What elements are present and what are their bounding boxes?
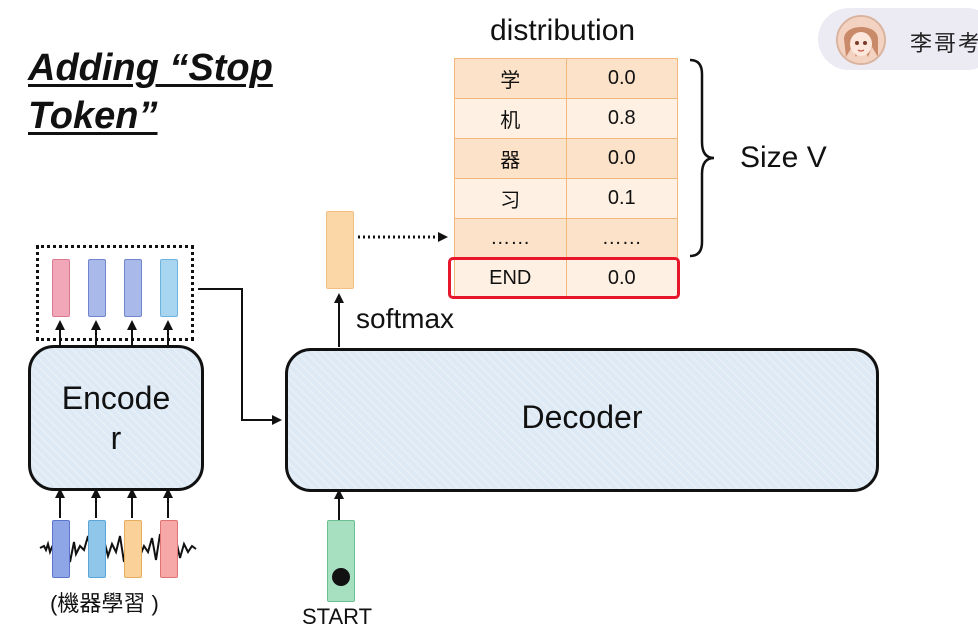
end-token-highlight [448, 257, 680, 299]
encoder-output-vector [160, 259, 178, 317]
avatar-face-icon [838, 17, 884, 63]
token-cell: 器 [454, 138, 567, 179]
slide-title: Adding “Stop Token” [28, 44, 273, 140]
encoder-output-vector [52, 259, 70, 317]
encoder-input-vector [160, 520, 178, 578]
token-cell: 机 [454, 98, 567, 139]
encoder-label-line2: r [110, 420, 122, 456]
encoder-input-vector [52, 520, 70, 578]
probability-cell: 0.0 [565, 138, 679, 179]
distribution-title: distribution [490, 14, 636, 47]
encoder-input-vector [88, 520, 106, 578]
badge-text: 李哥考 [910, 31, 978, 56]
encoder-output-box [36, 245, 194, 341]
right-brace-icon [689, 58, 715, 258]
decoder-block: Decoder [285, 348, 879, 492]
decoder-label: Decoder [521, 399, 643, 435]
encoder-output-vector [124, 259, 142, 317]
probability-cell: …… [565, 218, 679, 259]
token-cell: …… [454, 218, 567, 259]
start-token-vector [327, 520, 355, 602]
start-label: START [302, 604, 373, 629]
probability-cell: 0.0 [565, 58, 679, 99]
slide-title-line1: Adding “Stop [28, 47, 273, 89]
probability-cell: 0.1 [565, 178, 679, 219]
distribution-row: ………… [454, 218, 679, 259]
input-caption: (機器學習 ) [50, 591, 159, 616]
start-token-dot [332, 568, 350, 586]
encoder-output-vector [88, 259, 106, 317]
probability-cell: 0.8 [565, 98, 679, 139]
encoder-to-decoder-arrow [198, 288, 282, 425]
encoder-label-line1: Encode [61, 380, 171, 416]
softmax-label: softmax [356, 303, 455, 334]
slide-title-line2: Token” [28, 95, 158, 137]
softmax-output-vector [326, 211, 354, 289]
avatar [836, 15, 886, 65]
encoder-block: Encode r [28, 345, 204, 491]
encoder-input-vector [124, 520, 142, 578]
vocab-size-label: Size V [740, 141, 827, 174]
